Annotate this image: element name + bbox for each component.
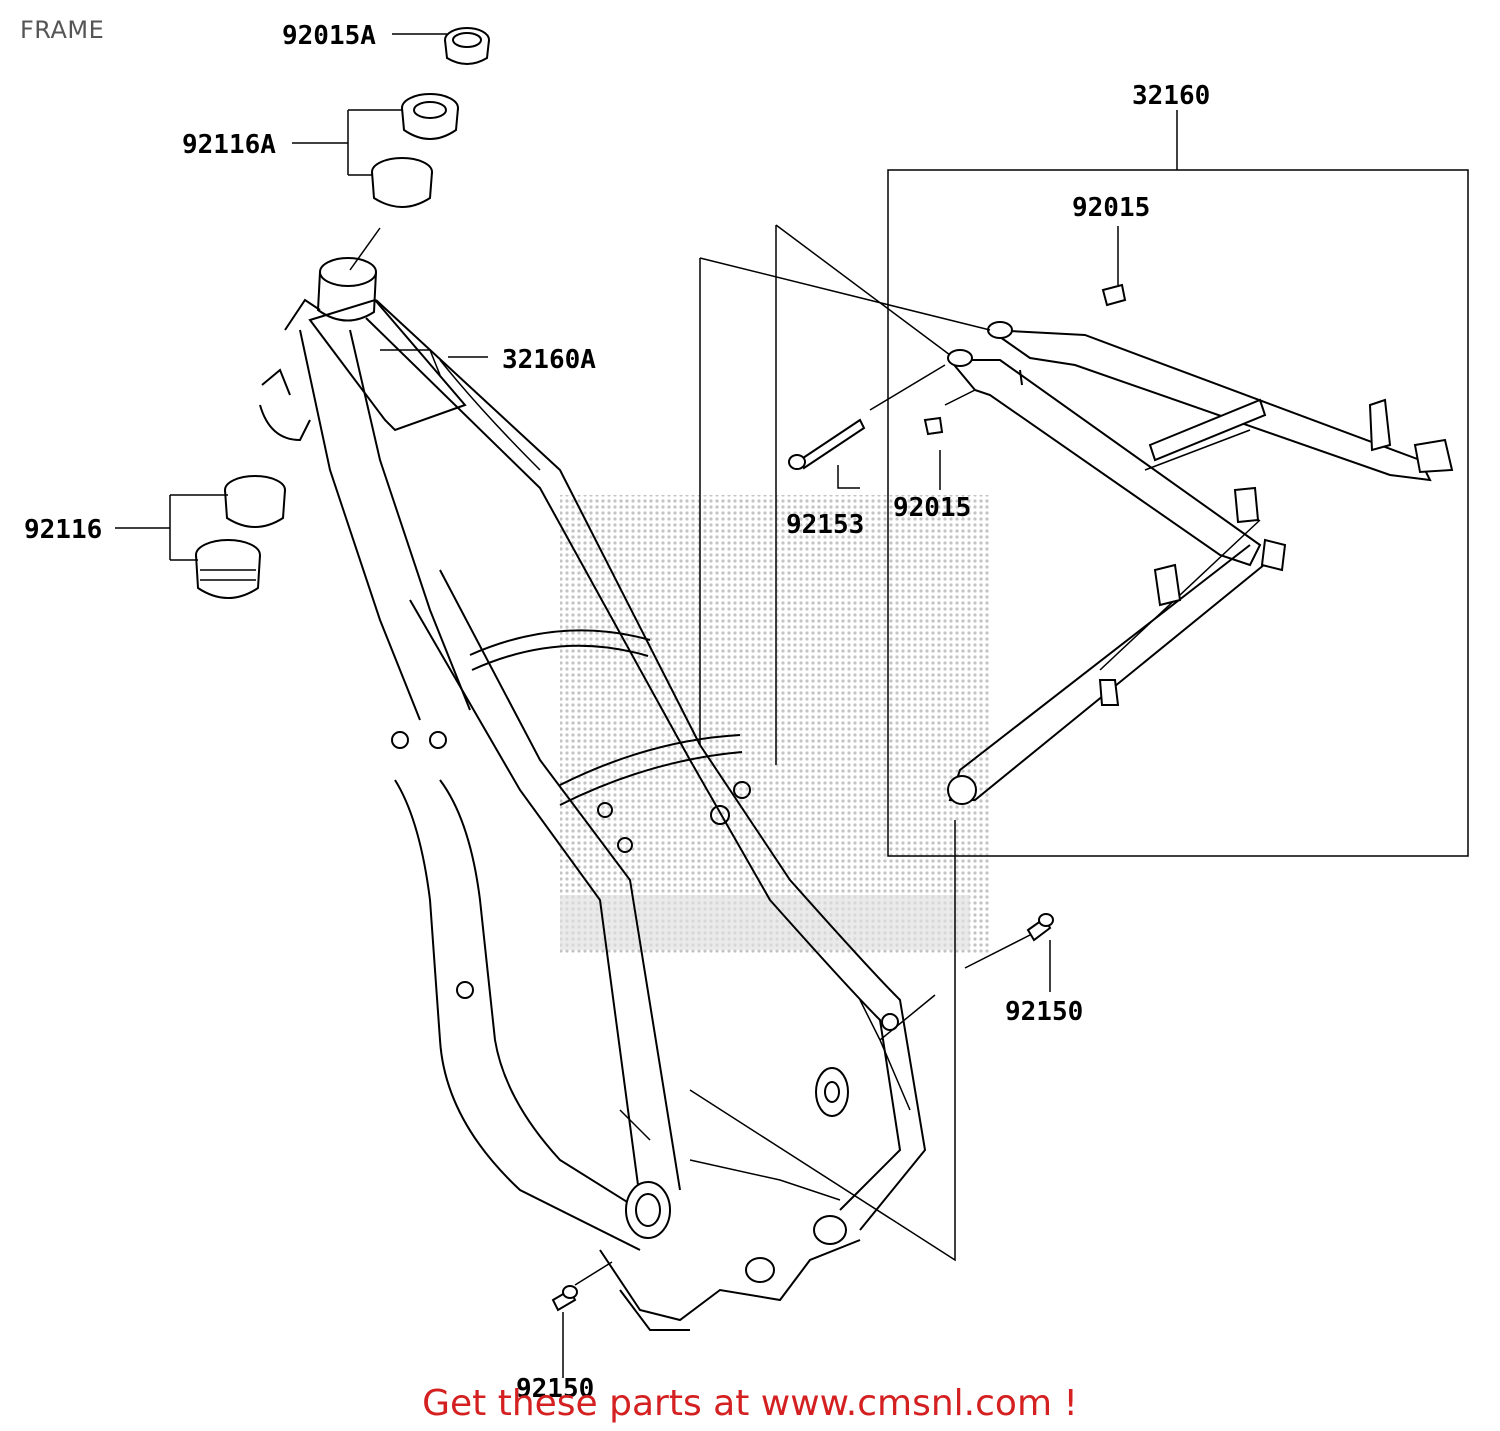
bolt-92150-bottom <box>551 1285 578 1312</box>
label-92153: 92153 <box>786 510 864 540</box>
subframe-32160 <box>947 321 1454 805</box>
main-frame-32160A <box>259 257 927 1331</box>
label-92116: 92116 <box>24 515 102 545</box>
label-92150-right: 92150 <box>1005 997 1083 1027</box>
label-92015-top: 92015 <box>1072 193 1150 223</box>
label-92116A: 92116A <box>182 130 276 160</box>
bolt-92015-mid <box>923 416 944 436</box>
page-title: FRAME <box>20 16 105 44</box>
label-92150-bottom: 92150 <box>516 1374 594 1404</box>
bolt-92015-top <box>1101 283 1127 307</box>
bearing-92116A-upper <box>401 93 459 140</box>
bearing-92116 <box>195 539 261 599</box>
footer-shop-link[interactable]: Get these parts at www.cmsnl.com ! <box>422 1383 1078 1424</box>
locknut-92015A <box>444 27 490 65</box>
watermark-logo <box>560 495 990 955</box>
label-92015A: 92015A <box>282 21 376 51</box>
callout-lines <box>115 33 1469 1378</box>
label-32160: 32160 <box>1132 81 1210 111</box>
bolt-92153 <box>788 418 866 470</box>
bolt-92150-right <box>1026 913 1054 942</box>
race-92116 <box>224 475 286 528</box>
label-32160A: 32160A <box>502 345 596 375</box>
race-92116A-lower <box>371 157 433 208</box>
label-92015-mid: 92015 <box>893 493 971 523</box>
